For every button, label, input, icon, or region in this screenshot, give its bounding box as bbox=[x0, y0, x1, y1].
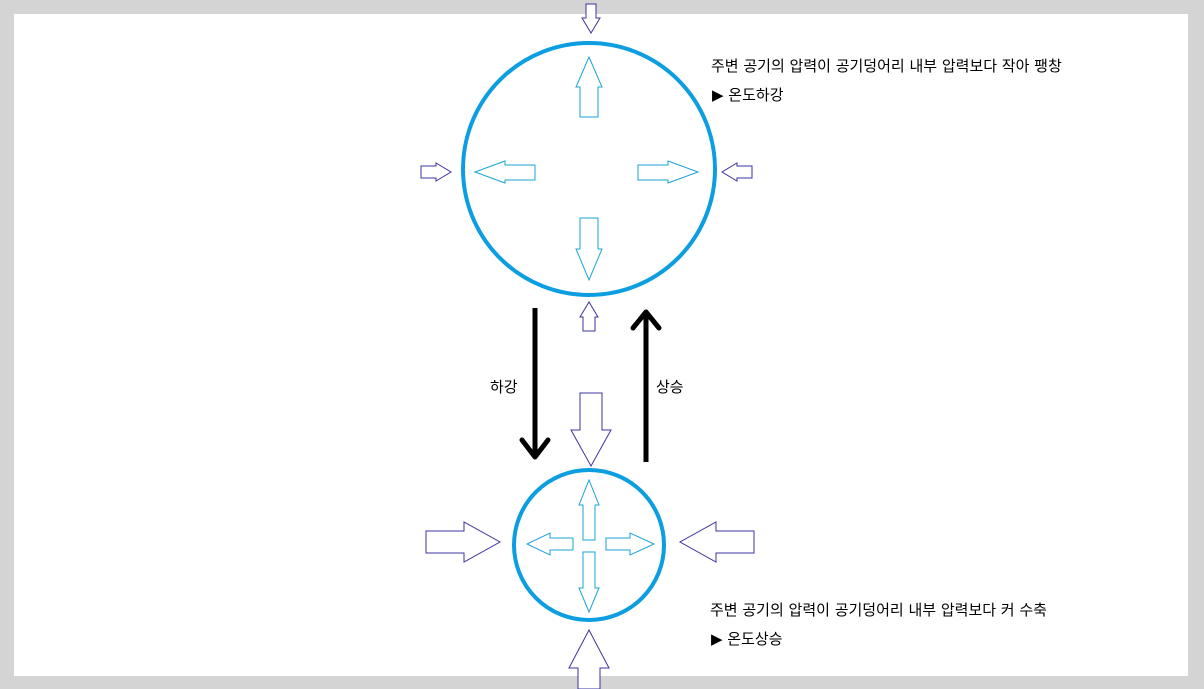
bottom-description-line1: 주변 공기의 압력이 공기덩어리 내부 압력보다 커 수축 bbox=[710, 601, 1047, 619]
top-parcel-circle bbox=[461, 41, 717, 297]
inner-arrow-right-icon bbox=[605, 532, 656, 556]
compression-arrow-left-icon bbox=[425, 521, 502, 563]
expand-arrow-up-icon bbox=[575, 55, 603, 118]
expand-arrow-right-icon bbox=[637, 160, 700, 184]
bottom-parcel-circle bbox=[512, 468, 666, 622]
bottom-parcel-group: 주변 공기의 압력이 공기덩어리 내부 압력보다 커 수축 ▶ 온도상승 bbox=[425, 392, 1047, 689]
expand-arrow-left-icon bbox=[473, 160, 536, 184]
pressure-arrow-bottom-icon bbox=[579, 301, 599, 332]
descend-arrow-head-icon bbox=[519, 437, 551, 460]
inner-arrow-down-icon bbox=[578, 551, 600, 614]
inner-arrow-up-icon bbox=[578, 478, 600, 541]
compression-arrow-bottom-icon bbox=[568, 628, 610, 689]
compression-arrow-right-icon bbox=[678, 521, 755, 563]
bottom-description-line2: ▶ 온도상승 bbox=[711, 630, 783, 648]
descend-label: 하강 bbox=[490, 378, 518, 396]
pressure-arrow-left-icon bbox=[420, 162, 452, 182]
inner-arrow-left-icon bbox=[525, 532, 574, 556]
pressure-arrow-top-icon bbox=[581, 3, 601, 34]
process-arrows-group: 하강 상승 bbox=[490, 308, 684, 462]
pressure-arrow-right-icon bbox=[721, 162, 753, 182]
top-description-line1: 주변 공기의 압력이 공기덩어리 내부 압력보다 작아 팽창 bbox=[711, 57, 1062, 75]
expand-arrow-down-icon bbox=[575, 217, 603, 282]
top-description-line2: ▶ 온도하강 bbox=[712, 86, 784, 104]
ascend-arrow-head-icon bbox=[630, 309, 662, 331]
compression-arrow-top-icon bbox=[570, 392, 612, 468]
top-parcel-group: 주변 공기의 압력이 공기덩어리 내부 압력보다 작아 팽창 ▶ 온도하강 bbox=[420, 3, 1062, 332]
white-canvas-area bbox=[14, 14, 1188, 676]
ascend-label: 상승 bbox=[656, 378, 684, 396]
